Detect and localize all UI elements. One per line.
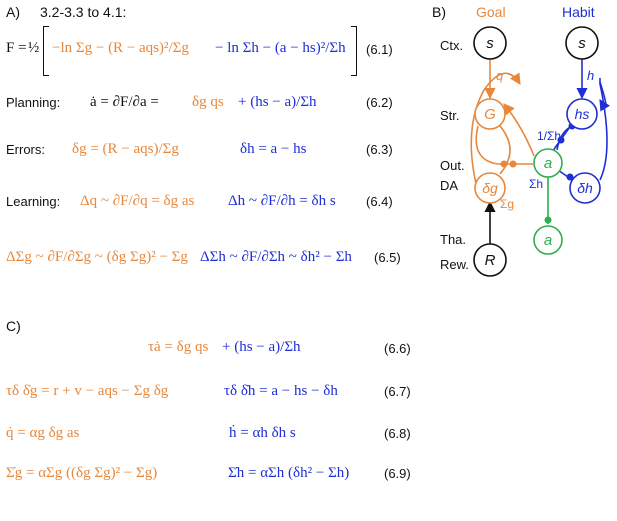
- node-hs-label: hs: [575, 106, 590, 122]
- eq-6-2-goal: δg qs: [192, 94, 224, 110]
- eq-6-7-habit: τδ δ̇h = a − hs − δh: [224, 383, 338, 399]
- edge-delta-g-loop: [470, 72, 521, 193]
- section-b-label: B): [432, 4, 446, 20]
- eq-6-8-number: (6.8): [384, 426, 411, 441]
- eq-6-1-lhs: F =: [6, 40, 27, 56]
- eq-6-1-goal-terms: −ln Σg − (R − aqs)²/Σg: [52, 40, 189, 56]
- planning-label: Planning:: [6, 95, 61, 110]
- node-delta-g: [474, 172, 506, 204]
- eq-6-4-habit: Δh ~ ∂F/∂h = δh s: [228, 193, 336, 209]
- node-G-label: G: [484, 106, 496, 123]
- eq-6-9-goal: Σ̇g = αΣg ((δg Σg)² − Σg): [6, 465, 158, 481]
- inhibit-dot-a: [557, 136, 565, 144]
- eq-6-3-number: (6.3): [366, 142, 393, 157]
- node-R: [473, 243, 507, 277]
- eq-6-7-goal: τδ δ̇g = r + v − aqs − Σg δg: [6, 383, 169, 399]
- dot-delta-h: [566, 173, 574, 181]
- row-label-str: Str.: [440, 108, 460, 123]
- node-G: [474, 98, 506, 130]
- node-a-label: a: [544, 155, 552, 172]
- node-a-out-label: a: [544, 232, 552, 249]
- eq-6-6-habit: + (hs − a)/Σh: [222, 339, 301, 355]
- node-delta-h: [569, 172, 601, 204]
- node-s-habit: [565, 26, 599, 60]
- edge-label-sigma-h: Σh: [529, 177, 543, 191]
- node-R-label: R: [485, 252, 496, 269]
- node-hs: [566, 98, 598, 130]
- goal-title: Goal: [476, 4, 506, 20]
- row-label-out: Out.: [440, 158, 465, 173]
- eq-6-2-number: (6.2): [366, 95, 393, 110]
- habit-title: Habit: [562, 4, 595, 20]
- dot-delta-g-2: [509, 160, 517, 168]
- row-label-tha: Tha.: [440, 232, 467, 247]
- node-a-out: [533, 225, 563, 255]
- edge-G-to-a: [475, 125, 533, 165]
- eq-6-4-number: (6.4): [366, 194, 393, 209]
- eq-6-3-goal: δg = (R − aqs)/Σg: [72, 141, 179, 157]
- eq-6-9-number: (6.9): [384, 466, 411, 481]
- edge-a-to-G: [503, 103, 535, 157]
- dot-a-out: [544, 216, 552, 224]
- eq-6-1-habit-terms: − ln Σh − (a − hs)²/Σh: [215, 40, 346, 56]
- eq-6-4-goal: Δq ~ ∂F/∂q = δg as: [80, 193, 195, 209]
- edge-label-q: q: [496, 68, 504, 83]
- eq-6-5-habit: ΔΣh ~ ∂F/∂Σh ~ δh² − Σh: [200, 249, 352, 265]
- node-s-goal-label: s: [486, 35, 494, 52]
- errors-label: Errors:: [6, 142, 45, 157]
- eq-6-5-number: (6.5): [374, 250, 401, 265]
- node-a: [533, 148, 563, 178]
- eq-6-1-left-bracket: [43, 26, 49, 76]
- eq-6-3-habit: δh = a − hs: [240, 141, 307, 157]
- edge-habit-loop: [599, 81, 610, 112]
- node-s-goal: [473, 26, 507, 60]
- eq-6-7-number: (6.7): [384, 384, 411, 399]
- eq-6-2-habit: + (hs − a)/Σh: [238, 94, 317, 110]
- node-delta-g-label: δg: [482, 180, 498, 196]
- section-a-label: A): [6, 4, 20, 20]
- row-label-ctx: Ctx.: [440, 38, 464, 53]
- eq-6-6-goal: τȧ = δg qs: [148, 339, 209, 355]
- row-label-rew: Rew.: [440, 257, 469, 272]
- eq-6-9-habit: Σ̇h = αΣh (δh² − Σh): [228, 465, 350, 481]
- eq-6-1-number: (6.1): [366, 42, 393, 57]
- eq-6-2-lhs: ȧ = ∂F/∂a =: [90, 94, 159, 110]
- section-a-subtitle: 3.2-3.3 to 4.1:: [40, 4, 127, 20]
- eq-6-1-half: ½: [28, 40, 40, 56]
- edge-delta-h-to-hs: [599, 78, 608, 181]
- eq-6-8-goal: q̇ = αg δg as: [6, 425, 80, 441]
- eq-6-6-number: (6.6): [384, 341, 411, 356]
- node-delta-h-label: δh: [577, 180, 593, 196]
- edge-label-sigma-g: Σg: [500, 197, 514, 211]
- edge-label-h: h: [587, 68, 594, 83]
- learning-label: Learning:: [6, 194, 61, 209]
- dot-delta-g-1: [500, 160, 508, 168]
- row-label-da: DA: [440, 178, 459, 193]
- eq-6-5-goal: ΔΣg ~ ∂F/∂Σg ~ (δg Σg)² − Σg: [6, 249, 188, 265]
- eq-6-1-right-bracket: [351, 26, 357, 76]
- edge-delta-g-to-G: [499, 125, 511, 175]
- section-c-label: C): [6, 318, 21, 334]
- circuit-diagram: q h 1/Σh Σh Σg s s G hs a δg δh a R: [470, 26, 610, 277]
- node-s-habit-label: s: [578, 35, 586, 52]
- eq-6-8-habit: ḣ = αh δh s: [229, 425, 296, 441]
- edge-label-inv-sigma-h: 1/Σh: [537, 129, 561, 143]
